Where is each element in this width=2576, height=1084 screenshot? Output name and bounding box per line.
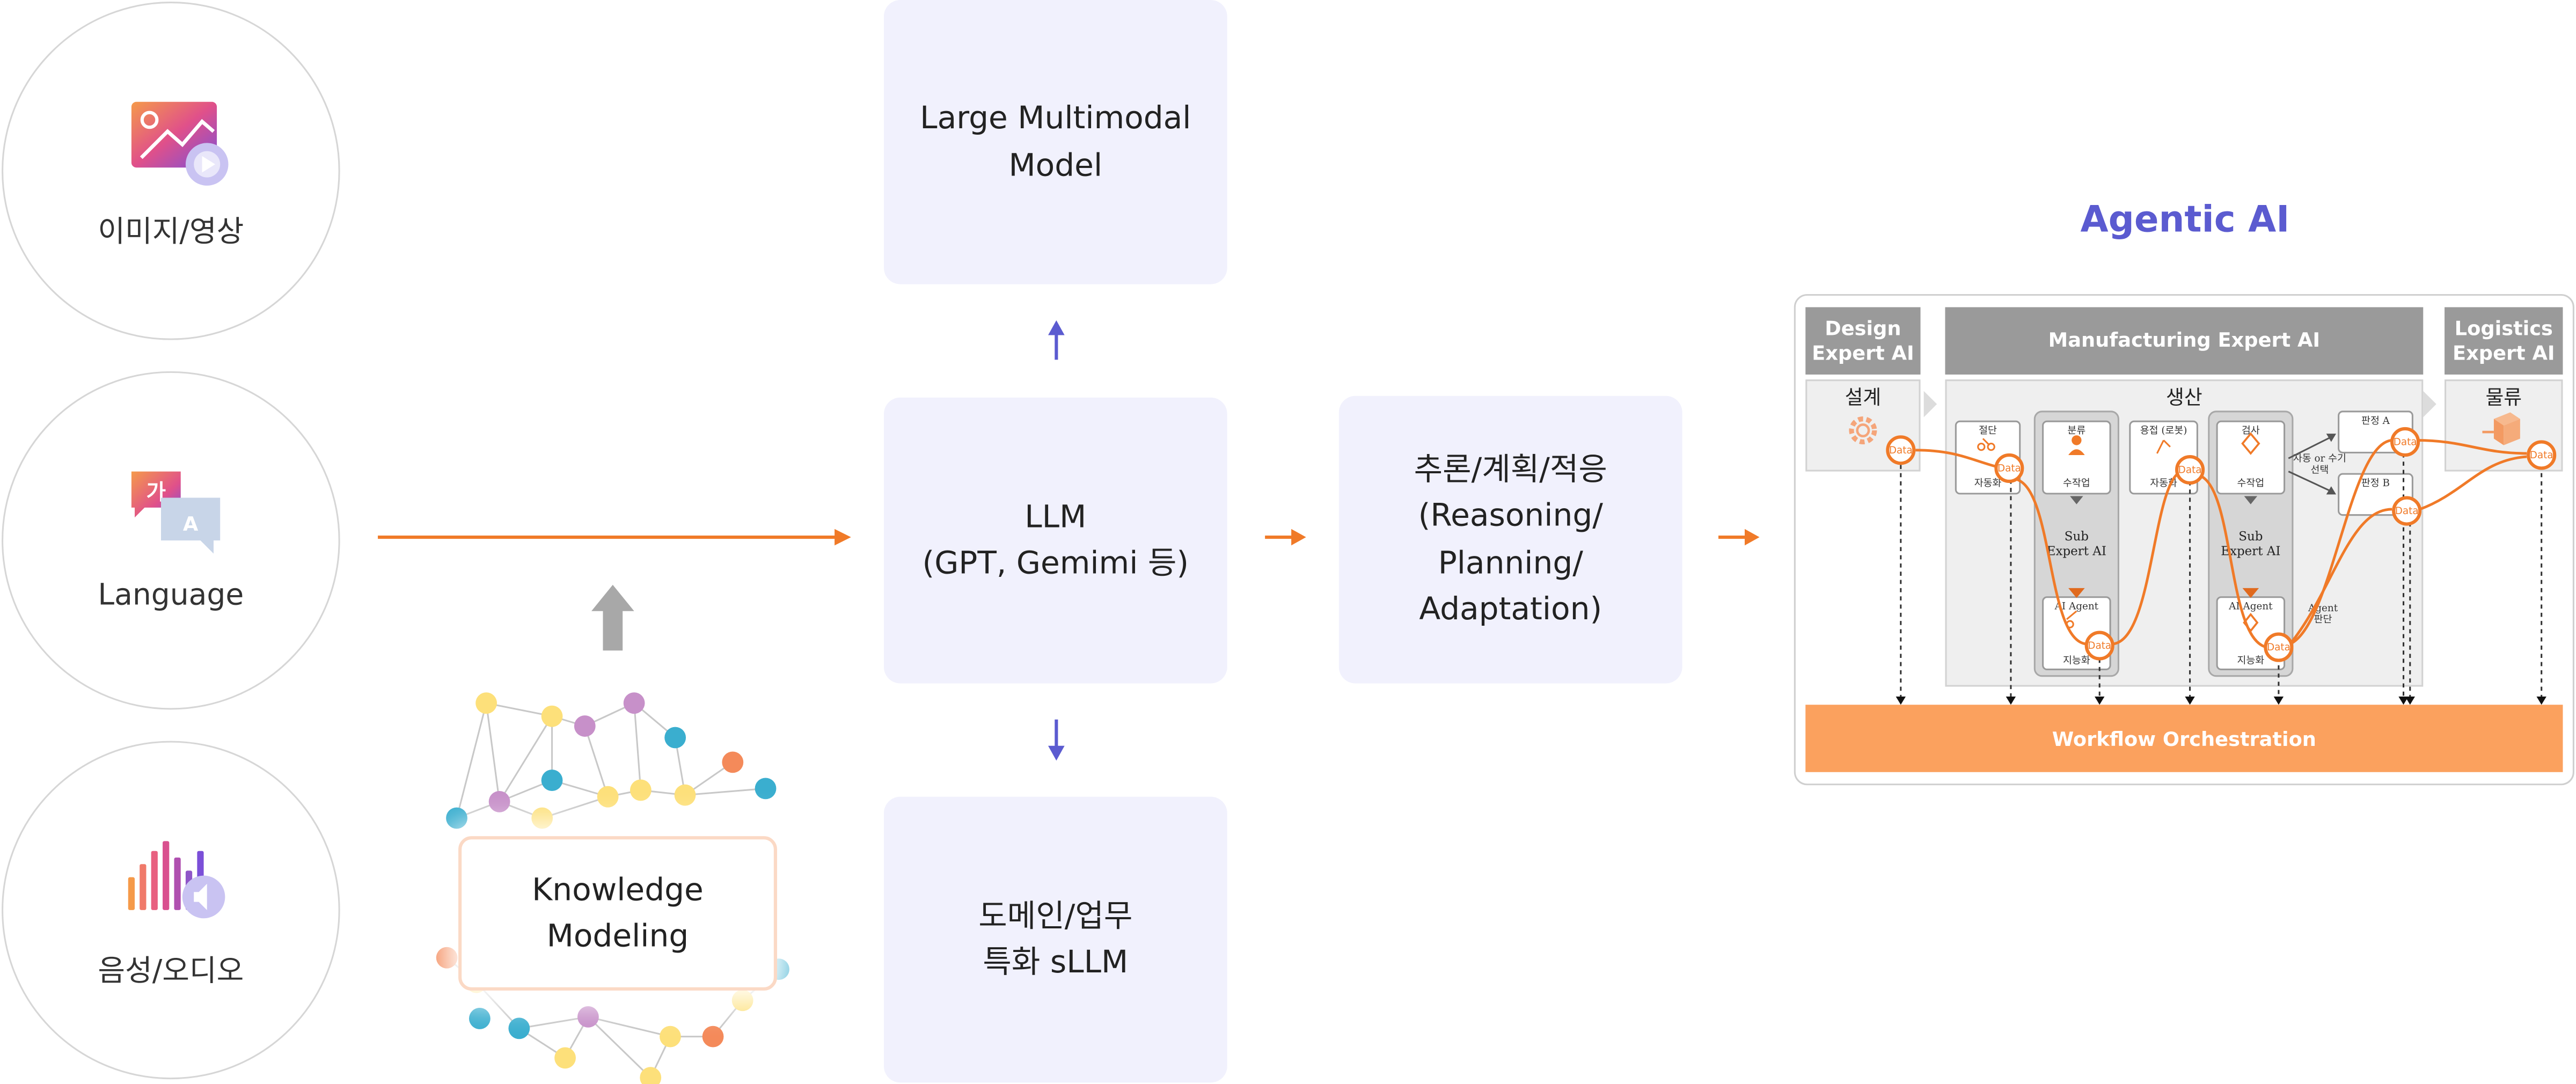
- cutting-label: 절단: [1979, 425, 1997, 437]
- image-video-icon: [131, 101, 229, 186]
- manufacturing-expert-header: Manufacturing Expert AI: [1945, 307, 2424, 375]
- triangle-down-icon-1: [2070, 496, 2083, 504]
- llm-box: LLM (GPT, Gemimi 등): [883, 397, 1227, 684]
- intelligent-label-2: 지능화: [2237, 655, 2265, 667]
- auto-or-manual-label: 자동 or 수기 선택: [2293, 453, 2346, 477]
- llm-to-lmm-arrow-head: [1048, 320, 1065, 335]
- knowledge-modeling-box: Knowledge Modeling: [458, 836, 777, 991]
- stage-chevrons: [1923, 391, 2436, 418]
- data-node-welding: Data: [2175, 455, 2205, 485]
- image-video-circle: 이미지/영상: [2, 2, 340, 340]
- audio-icon: [128, 841, 225, 919]
- lmm-box: Large Multimodal Model: [883, 0, 1227, 284]
- logistics-expert-header-label: Logistics Expert AI: [2452, 316, 2555, 364]
- intelligent-label-1: 지능화: [2063, 655, 2090, 667]
- design-expert-header: Design Expert AI: [1805, 307, 1921, 375]
- box-icon: [2482, 412, 2520, 445]
- judge-b-label: 판정 B: [2361, 478, 2390, 490]
- reasoning-to-agentic-arrow-head: [1744, 529, 1760, 546]
- language-circle: 가 A Language: [2, 371, 340, 710]
- classify-manual-label: 수작업: [2063, 478, 2090, 490]
- production-stage-label: 생산: [2166, 386, 2202, 409]
- inspection-label: 검사: [2241, 425, 2260, 437]
- robot-arm-icon: [2156, 440, 2171, 454]
- manufacturing-expert-header-label: Manufacturing Expert AI: [2048, 328, 2321, 352]
- sub-expert-label-1: Sub Expert AI: [2046, 529, 2106, 559]
- knowledge-up-arrow: [591, 584, 634, 651]
- data-node-agent-2: Data: [2264, 632, 2294, 662]
- agentic-title: Agentic AI: [2080, 200, 2290, 241]
- orange-triangle-icon-1: [2068, 588, 2085, 598]
- design-stage-label: 설계: [1845, 386, 1882, 409]
- data-node-agent-1: Data: [2084, 631, 2114, 661]
- gear-icon: [1849, 416, 1877, 445]
- input-arrow-head: [835, 529, 851, 546]
- language-label: Language: [98, 578, 244, 613]
- design-expert-header-label: Design Expert AI: [1812, 316, 1914, 364]
- language-icon: 가 A: [131, 471, 221, 554]
- data-node-design: Data: [1886, 435, 1916, 465]
- orange-triangle-icon-2: [2242, 588, 2259, 598]
- audio-circle: 음성/오디오: [2, 741, 340, 1080]
- sub-expert-label-2: Sub Expert AI: [2221, 529, 2281, 559]
- judge-a-label: 판정 A: [2361, 415, 2390, 427]
- reasoning-label: 추론/계획/적응 (Reasoning/ Planning/ Adaptatio…: [1414, 451, 1607, 628]
- worker-icon: [2068, 435, 2085, 455]
- logistics-expert-header: Logistics Expert AI: [2445, 307, 2563, 375]
- inspection-manual-label: 수작업: [2237, 478, 2265, 490]
- data-node-logistics: Data: [2527, 440, 2557, 470]
- llm-to-sllm-arrow-head: [1048, 745, 1065, 761]
- lmm-label: Large Multimodal Model: [920, 100, 1191, 184]
- ai-agent-label-2: AI Agent: [2229, 601, 2273, 613]
- svg-text:A: A: [183, 512, 199, 536]
- logistics-stage-label: 물류: [2485, 386, 2522, 409]
- data-node-cutting: Data: [1994, 453, 2024, 483]
- classify-box: [2042, 420, 2111, 495]
- sllm-label: 도메인/업무 특화 sLLM: [978, 897, 1133, 981]
- data-node-judge-b: Data: [2392, 496, 2422, 526]
- audio-label: 음성/오디오: [98, 954, 244, 989]
- image-video-label: 이미지/영상: [98, 215, 244, 250]
- triangle-down-icon-2: [2244, 496, 2258, 504]
- inspect-icon: [2241, 432, 2260, 455]
- llm-to-reasoning-arrow-head: [1291, 529, 1306, 546]
- data-node-judge-a: Data: [2390, 427, 2420, 457]
- process-icons: [1977, 432, 2260, 633]
- workflow-orchestration-bar: Workflow Orchestration: [1805, 705, 2563, 772]
- sllm-box: 도메인/업무 특화 sLLM: [883, 796, 1227, 1083]
- scissors-icon: [1977, 438, 1995, 451]
- knowledge-modeling-label: Knowledge Modeling: [532, 871, 704, 955]
- llm-label: LLM (GPT, Gemimi 등): [922, 499, 1189, 582]
- cutting-automation-label: 자동화: [1974, 478, 2002, 490]
- welding-label: 용접 (로봇): [2140, 425, 2187, 437]
- classify-label: 분류: [2067, 425, 2086, 437]
- reasoning-box: 추론/계획/적응 (Reasoning/ Planning/ Adaptatio…: [1338, 395, 1682, 684]
